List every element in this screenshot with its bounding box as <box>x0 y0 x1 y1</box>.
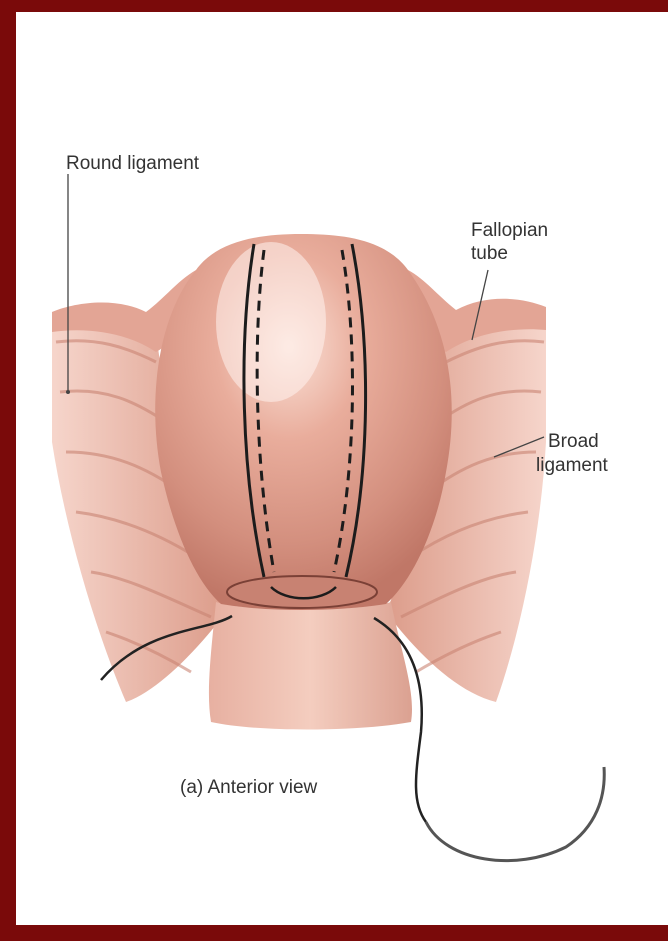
broad-ligament-label-line2: ligament <box>536 455 608 477</box>
cervical-opening <box>227 576 377 608</box>
fallopian-tube-label-line2: tube <box>471 243 508 265</box>
illustration-panel: Round ligament Fallopian tube Broad liga… <box>16 12 668 925</box>
figure-caption: (a) Anterior view <box>180 777 317 799</box>
body-highlight <box>216 242 326 402</box>
fallopian-tube-label-line1: Fallopian <box>471 220 548 242</box>
broad-ligament-label-line1: Broad <box>548 431 599 453</box>
round-ligament-label: Round ligament <box>66 153 199 175</box>
curved-needle <box>426 767 604 861</box>
cervix <box>209 602 412 730</box>
